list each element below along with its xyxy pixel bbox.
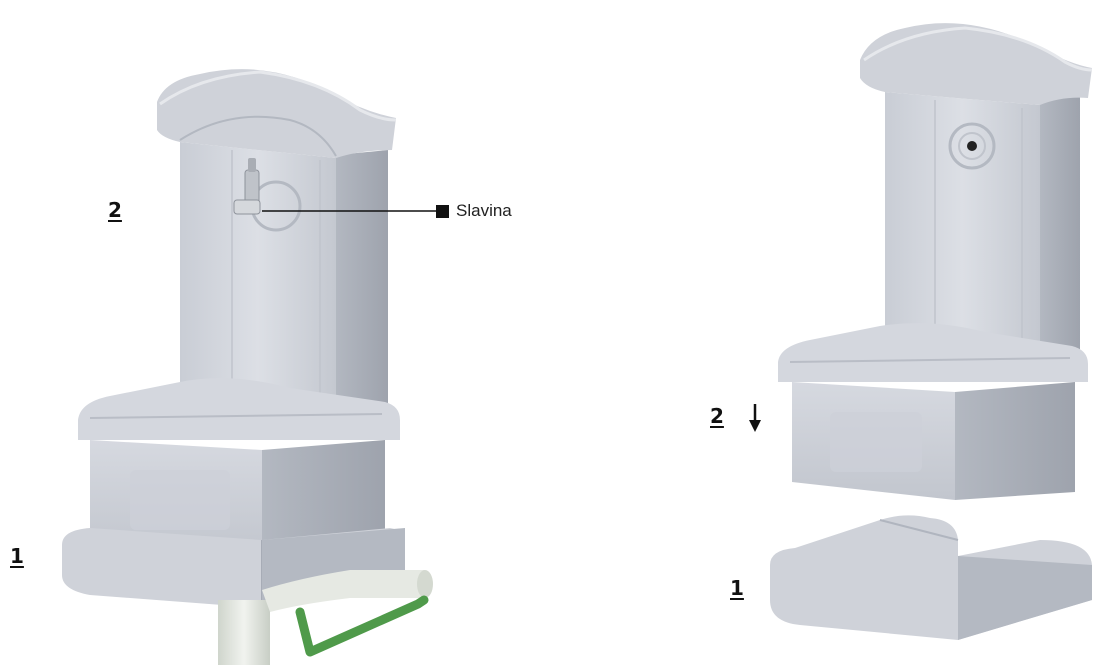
right-fountain-exploded (770, 23, 1092, 640)
right-backpanel (885, 92, 1040, 350)
left-part-label-2: 2 (108, 198, 122, 222)
left-part-label-1: 1 (10, 544, 24, 568)
left-fountain-assembled (62, 69, 433, 665)
right-crown (860, 23, 1092, 105)
down-arrow-icon (749, 404, 761, 432)
green-pipe (300, 600, 424, 652)
left-backpanel-side (335, 150, 388, 418)
right-part-label-1: 1 (730, 576, 744, 600)
tap-hole-icon (967, 141, 977, 151)
callout-marker-icon (436, 205, 449, 218)
slavina-label: Slavina (456, 201, 512, 221)
right-part-label-2: 2 (710, 404, 724, 428)
